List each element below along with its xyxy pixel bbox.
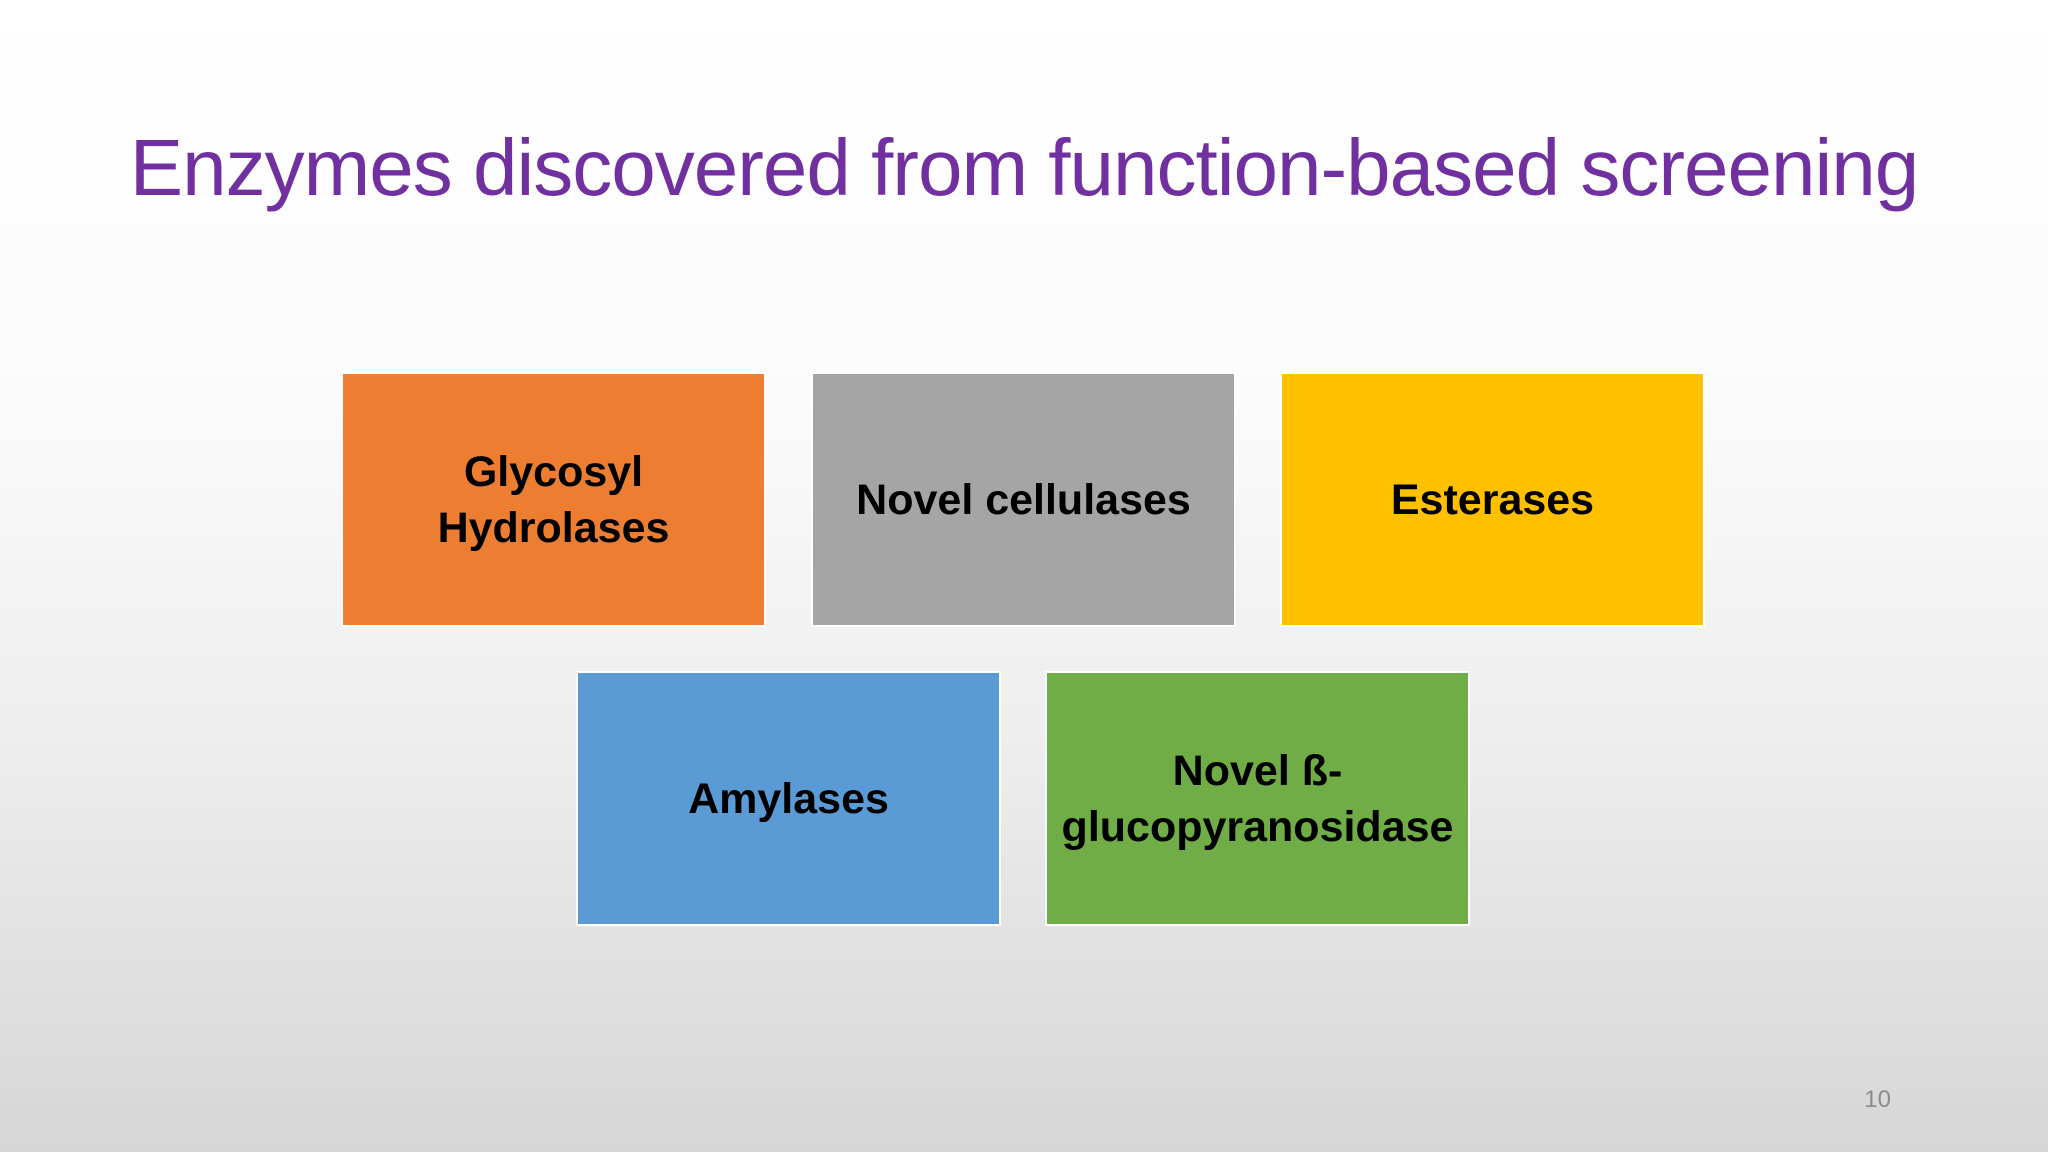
enzyme-box-label: Glycosyl Hydrolases [437, 447, 670, 552]
enzyme-box-novel-glucopyranosidase: Novel ß- glucopyranosidase [1045, 671, 1470, 926]
enzyme-box-label: Amylases [688, 774, 889, 823]
enzyme-box-amylases: Amylases [576, 671, 1001, 926]
enzyme-box-novel-cellulases: Novel cellulases [811, 372, 1236, 627]
enzyme-box-label: Novel ß- glucopyranosidase [1061, 746, 1454, 851]
enzyme-box-glycosyl-hydrolases: Glycosyl Hydrolases [341, 372, 766, 627]
enzyme-box-esterases: Esterases [1280, 372, 1705, 627]
slide-title: Enzymes discovered from function-based s… [129, 123, 1919, 212]
enzyme-box-label: Esterases [1390, 475, 1595, 524]
enzyme-box-label: Novel cellulases [856, 475, 1191, 524]
slide-page-number: 10 [1864, 1086, 1891, 1113]
